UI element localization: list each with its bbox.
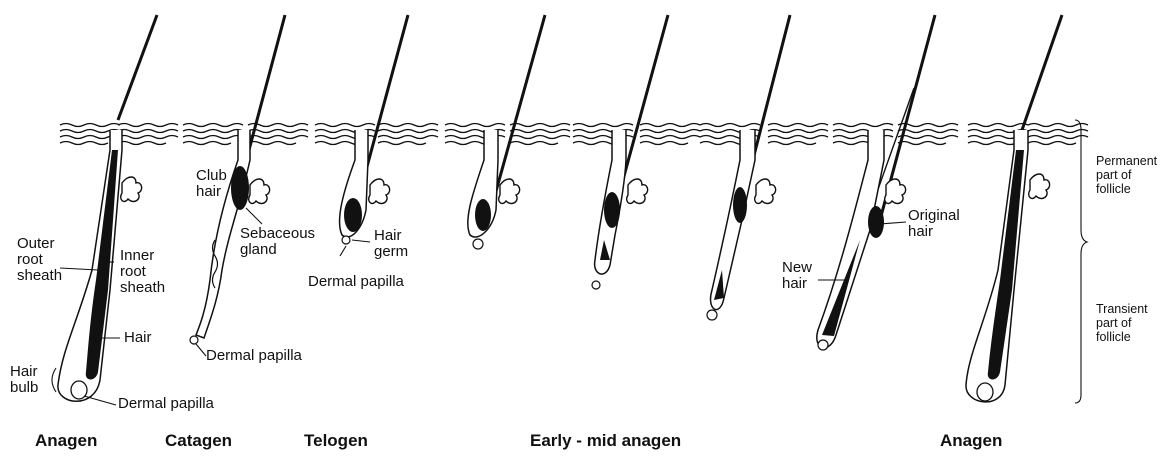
- follicle-early-anagen-1: [445, 15, 570, 249]
- stage-telogen: Telogen: [304, 431, 368, 451]
- label-inner-root-sheath: Inner root sheath: [120, 248, 165, 296]
- follicle-anagen-2: [966, 15, 1088, 402]
- stage-anagen-1: Anagen: [35, 431, 97, 451]
- follicle-anagen-1: [58, 15, 178, 401]
- stage-catagen: Catagen: [165, 431, 232, 451]
- label-transient-part: Transient part of follicle: [1096, 302, 1148, 344]
- follicle-anagen-new-hair: [817, 15, 958, 350]
- label-hair: Hair: [124, 330, 152, 346]
- label-club-hair: Club hair: [196, 168, 227, 200]
- label-hair-germ: Hair germ: [374, 228, 408, 260]
- label-dermal-papilla-2: Dermal papilla: [206, 348, 302, 364]
- label-new-hair: New hair: [782, 260, 812, 292]
- label-dermal-papilla-1: Dermal papilla: [118, 396, 214, 412]
- follicle-early-anagen-2: [573, 15, 700, 289]
- stage-anagen-2: Anagen: [940, 431, 1002, 451]
- label-outer-root-sheath: Outer root sheath: [17, 236, 62, 284]
- stage-early-mid-anagen: Early - mid anagen: [530, 431, 681, 451]
- label-dermal-papilla-3: Dermal papilla: [308, 274, 404, 290]
- follicle-telogen: [315, 15, 438, 244]
- label-permanent-part: Permanent part of follicle: [1096, 154, 1157, 196]
- label-original-hair: Original hair: [908, 208, 960, 240]
- label-hair-bulb: Hair bulb: [10, 364, 38, 396]
- label-sebaceous-gland: Sebaceous gland: [240, 226, 315, 258]
